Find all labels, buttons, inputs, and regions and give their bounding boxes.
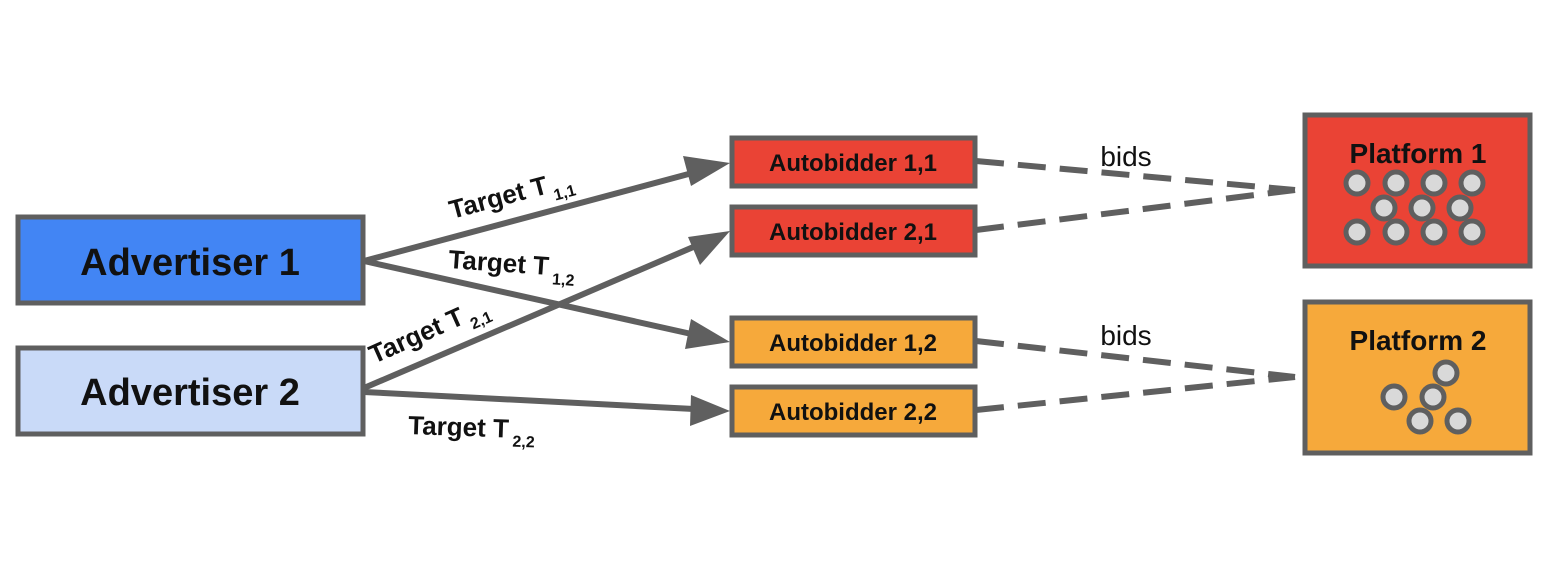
advertiser-1-box: Advertiser 1: [15, 214, 366, 306]
autobidder-2-2-box: Autobidder 2,2: [729, 384, 978, 438]
arrow-advertiser1-autobidder12: [363, 258, 697, 338]
autobidder-2-1-label: Autobidder 2,1: [769, 219, 937, 246]
autobidder-2-1-box: Autobidder 2,1: [729, 204, 978, 258]
arrow-advertiser1-autobidder11: [363, 169, 697, 264]
bid-line-autobidder21: [975, 187, 1296, 233]
target-1-2-label: Target T1,2: [447, 244, 576, 290]
platform-1-label: Platform 1: [1350, 138, 1487, 169]
svg-text:Target T1,2: Target T1,2: [447, 244, 576, 290]
target-1-2-subscript: 1,2: [551, 271, 574, 290]
advertiser-2-label: Advertiser 2: [80, 372, 300, 414]
platform-1-box: Platform 1: [1302, 112, 1533, 269]
autobidder-1-1-box: Autobidder 1,1: [729, 135, 978, 189]
advertiser-2-box: Advertiser 2: [15, 345, 366, 437]
target-1-1-subscript: 1,1: [552, 182, 578, 204]
target-arrows: [362, 156, 730, 426]
svg-text:Target T2,2: Target T2,2: [408, 410, 536, 451]
advertiser-1-label: Advertiser 1: [80, 242, 300, 284]
platform-2-dots: [1380, 359, 1472, 435]
autobidder-1-1-label: Autobidder 1,1: [769, 150, 937, 177]
target-1-2-prefix: Target T: [448, 244, 551, 281]
bids-label-platform-2: bids: [1100, 320, 1151, 351]
platform-2-label: Platform 2: [1350, 325, 1487, 356]
arrowhead-autobidder11: [683, 156, 730, 186]
arrowhead-autobidder21: [688, 231, 730, 265]
arrowhead-autobidder22: [690, 395, 730, 426]
target-2-2-prefix: Target T: [408, 410, 510, 443]
target-2-1-subscript: 2,1: [468, 309, 495, 334]
arrowhead-autobidder12: [685, 319, 730, 349]
bid-line-autobidder22: [975, 374, 1296, 413]
bid-line-autobidder12: [975, 338, 1296, 380]
platform-2-box: Platform 2: [1302, 299, 1533, 456]
bid-lines: [975, 158, 1296, 413]
platform-1-dots: [1343, 169, 1486, 246]
autobidder-2-2-label: Autobidder 2,2: [769, 399, 937, 426]
bids-label-platform-1: bids: [1100, 141, 1151, 172]
bid-line-autobidder11: [975, 158, 1296, 193]
arrow-advertiser2-autobidder22: [363, 389, 695, 412]
target-2-2-subscript: 2,2: [512, 434, 535, 452]
target-2-1-prefix: Target T: [364, 301, 468, 369]
arrow-advertiser2-autobidder21: [362, 242, 700, 391]
autobidder-1-2-label: Autobidder 1,2: [769, 330, 937, 357]
autobidder-1-2-box: Autobidder 1,2: [729, 315, 978, 369]
